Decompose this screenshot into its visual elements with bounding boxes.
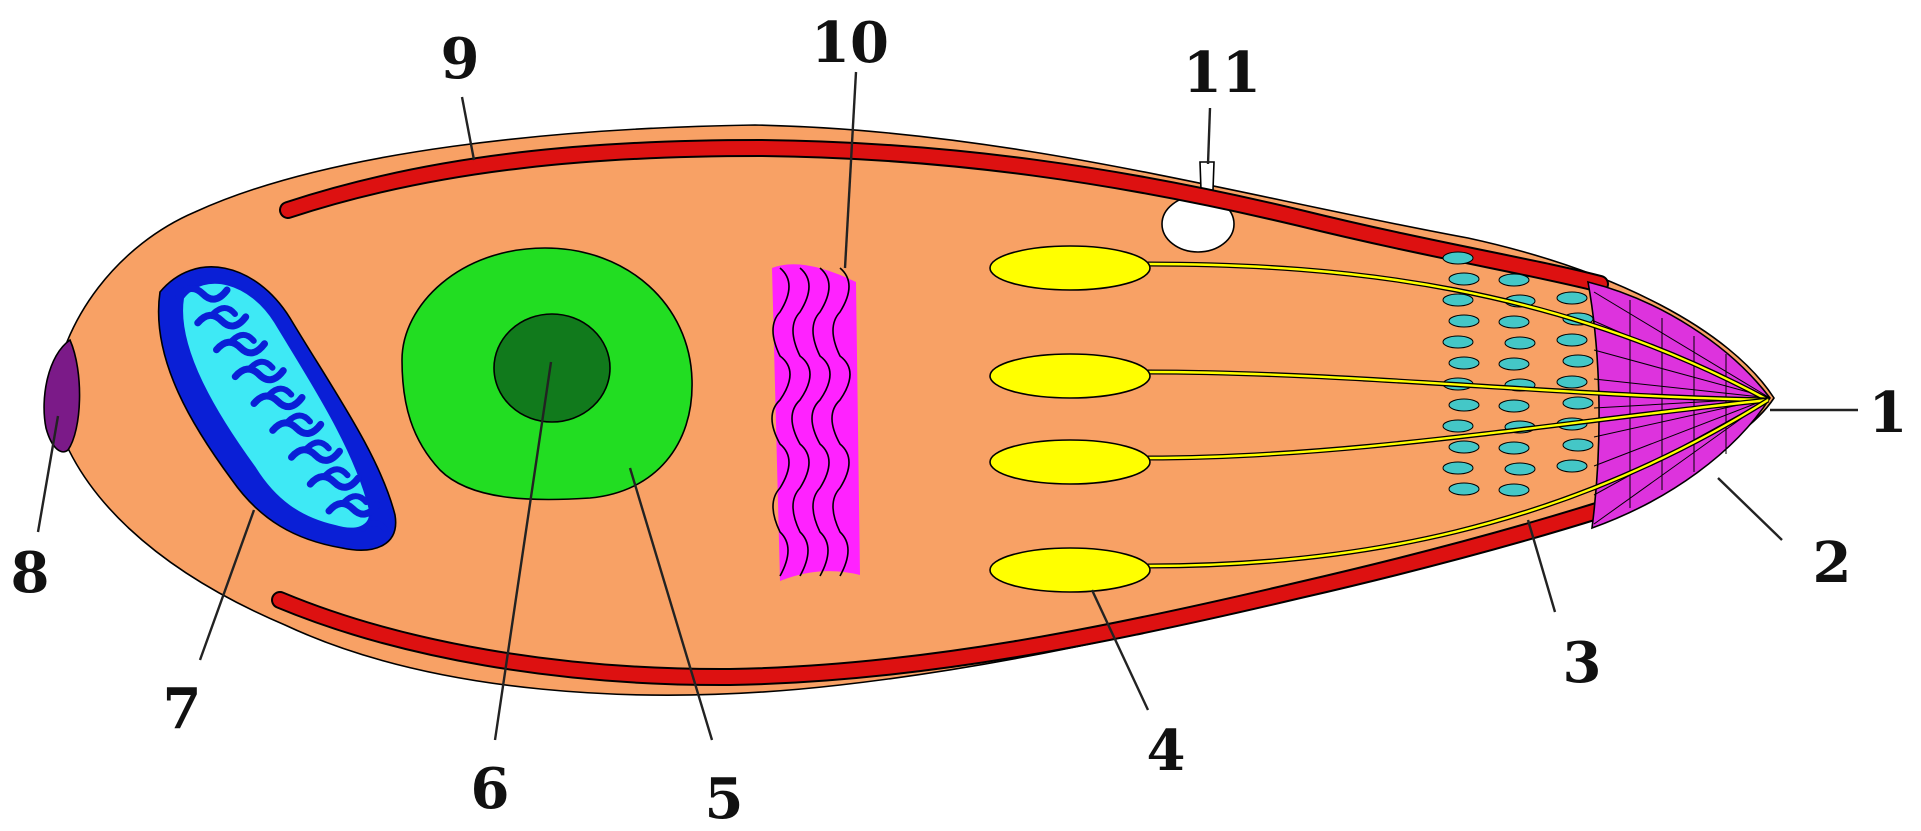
- kinetosome-1-1: [1443, 252, 1473, 264]
- label-8: 8: [11, 540, 50, 606]
- label-3: 3: [1563, 630, 1602, 696]
- kinetosome-1-9: [1443, 420, 1473, 432]
- nucleolus: [494, 314, 610, 422]
- label-9: 9: [441, 26, 480, 92]
- kinetosome-1-3: [1443, 294, 1473, 306]
- golgi-fill: [772, 264, 860, 581]
- kinetosome-1-4: [1449, 315, 1479, 327]
- label-5: 5: [705, 766, 744, 831]
- kinetosome-3-6: [1563, 397, 1593, 409]
- posterior-cap: [44, 340, 79, 452]
- label-4: 4: [1147, 718, 1186, 784]
- label-7: 7: [163, 676, 202, 742]
- vacuole-canal: [1200, 162, 1214, 190]
- kinetosome-2-11: [1499, 484, 1529, 496]
- kinetosome-1-12: [1449, 483, 1479, 495]
- golgi-apparatus: [772, 264, 860, 581]
- kinetosome-2-5: [1499, 358, 1529, 370]
- kinetosome-3-8: [1563, 439, 1593, 451]
- label-10: 10: [811, 10, 889, 76]
- label-6: 6: [471, 756, 510, 822]
- kinetosome-1-5: [1443, 336, 1473, 348]
- toxicyst-1: [990, 246, 1150, 290]
- kinetosome-3-1: [1557, 292, 1587, 304]
- leader-2: [1718, 478, 1782, 540]
- kinetosome-3-5: [1557, 376, 1587, 388]
- kinetosome-2-1: [1499, 274, 1529, 286]
- kinetosome-2-7: [1499, 400, 1529, 412]
- kinetosome-3-9: [1557, 460, 1587, 472]
- label-11: 11: [1183, 40, 1261, 106]
- toxicyst-4: [990, 548, 1150, 592]
- kinetosome-3-4: [1563, 355, 1593, 367]
- label-2: 2: [1813, 530, 1852, 596]
- kinetosome-1-2: [1449, 273, 1479, 285]
- kinetosome-2-10: [1505, 463, 1535, 475]
- kinetosome-1-11: [1443, 462, 1473, 474]
- kinetosome-3-3: [1557, 334, 1587, 346]
- kinetosome-1-10: [1449, 441, 1479, 453]
- kinetosome-2-4: [1505, 337, 1535, 349]
- label-1: 1: [1869, 380, 1908, 446]
- kinetosome-2-9: [1499, 442, 1529, 454]
- leader-11: [1208, 108, 1210, 164]
- kinetosome-1-6: [1449, 357, 1479, 369]
- toxicyst-3: [990, 440, 1150, 484]
- kinetosome-2-3: [1499, 316, 1529, 328]
- kinetosome-1-8: [1449, 399, 1479, 411]
- toxicyst-2: [990, 354, 1150, 398]
